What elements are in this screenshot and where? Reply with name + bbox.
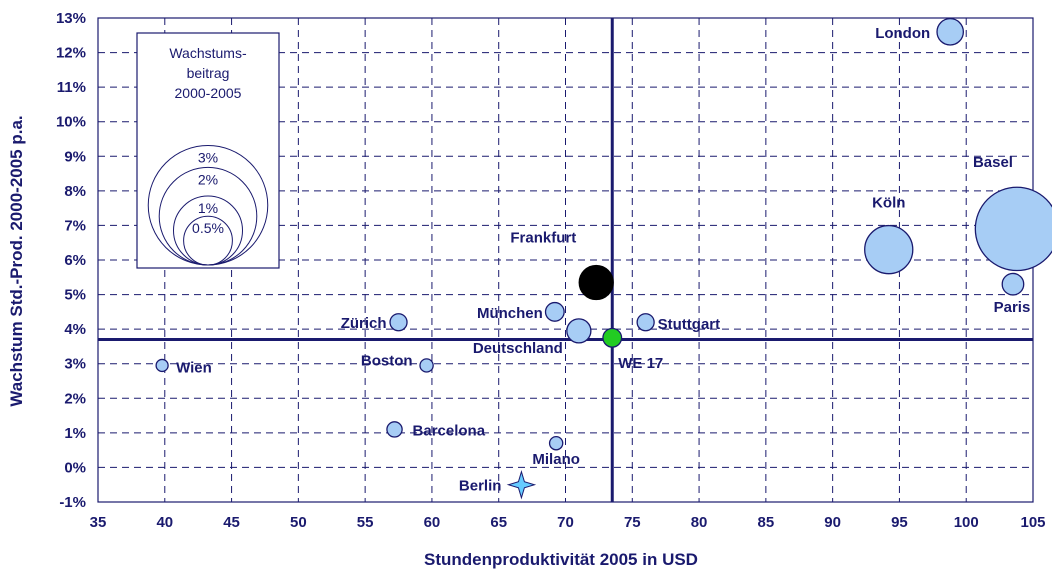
y-axis-title: Wachstum Std.-Prod. 2000-2005 p.a. bbox=[7, 115, 26, 406]
data-label: Wien bbox=[176, 359, 212, 376]
reference-lines bbox=[98, 18, 1033, 502]
data-point-bubble bbox=[566, 318, 592, 344]
data-point-bubble bbox=[389, 313, 408, 332]
data-label: München bbox=[477, 305, 543, 322]
data-label: WE 17 bbox=[618, 355, 663, 372]
legend-label: 0.5% bbox=[192, 220, 224, 236]
y-tick-label: 3% bbox=[64, 356, 86, 373]
data-label: Zürich bbox=[341, 315, 387, 332]
y-tick-label: 10% bbox=[56, 114, 86, 131]
data-label: Deutschland bbox=[473, 340, 563, 357]
y-tick-label: 7% bbox=[64, 217, 86, 234]
legend-label: 1% bbox=[198, 200, 218, 216]
data-label: Milano bbox=[532, 451, 580, 468]
x-tick-label: 85 bbox=[758, 514, 775, 531]
x-tick-labels: 35 40 45 50 55 60 65 70 75 80 85 90 95 100 105 bbox=[90, 514, 1046, 531]
data-point-bubble bbox=[974, 186, 1052, 272]
data-label: Berlin bbox=[459, 478, 502, 495]
data-point-bubble bbox=[386, 421, 403, 438]
x-tick-label: 40 bbox=[156, 514, 173, 531]
data-point-bubble bbox=[419, 358, 434, 373]
legend-label: 3% bbox=[198, 149, 218, 165]
x-axis-title: Stundenproduktivität 2005 in USD bbox=[424, 550, 698, 569]
x-tick-label: 55 bbox=[357, 514, 374, 531]
y-tick-label: 4% bbox=[64, 321, 86, 338]
x-tick-label: 100 bbox=[954, 514, 979, 531]
legend-title-line: 2000-2005 bbox=[175, 85, 242, 101]
x-tick-label: 90 bbox=[824, 514, 841, 531]
data-points bbox=[155, 18, 1052, 500]
data-point-bubble bbox=[544, 301, 565, 322]
x-tick-label: 45 bbox=[223, 514, 240, 531]
data-label: London bbox=[875, 25, 930, 42]
legend-label: 2% bbox=[198, 171, 218, 187]
data-label: Frankfurt bbox=[510, 229, 576, 246]
x-tick-label: 60 bbox=[424, 514, 441, 531]
x-tick-label: 70 bbox=[557, 514, 574, 531]
y-tick-label: 5% bbox=[64, 287, 86, 304]
x-tick-label: 65 bbox=[490, 514, 507, 531]
y-tick-label: 6% bbox=[64, 252, 86, 269]
data-point-bubble bbox=[155, 358, 169, 373]
x-tick-label: 50 bbox=[290, 514, 307, 531]
size-legend: Wachstums-beitrag 2000-2005 3% 2% 1% 0.5% bbox=[136, 32, 280, 269]
legend-title-line: beitrag bbox=[187, 65, 230, 81]
data-label: Stuttgart bbox=[658, 316, 721, 333]
y-tick-label: 1% bbox=[64, 425, 86, 442]
y-tick-labels: -1% 0% 1% 2% 3% 4% 5% 6% 7% 8% 9% 10% 11% 12% 13% bbox=[56, 10, 86, 511]
x-tick-label: 75 bbox=[624, 514, 641, 531]
legend-circle bbox=[183, 215, 233, 266]
data-point-bubble bbox=[636, 313, 655, 332]
data-label: Boston bbox=[361, 352, 413, 369]
y-tick-label: 9% bbox=[64, 148, 86, 165]
data-point-bubble bbox=[548, 435, 564, 451]
data-point-bubble bbox=[864, 224, 914, 275]
data-point-bubble bbox=[936, 18, 965, 46]
y-tick-label: 0% bbox=[64, 459, 86, 476]
data-label: Köln bbox=[872, 195, 905, 212]
data-label: Paris bbox=[994, 299, 1031, 316]
data-point-star bbox=[506, 469, 537, 500]
y-tick-label: 2% bbox=[64, 390, 86, 407]
x-tick-label: 95 bbox=[891, 514, 908, 531]
data-point-bubble bbox=[578, 264, 614, 301]
x-tick-label: 80 bbox=[691, 514, 708, 531]
legend-title-line: Wachstums- bbox=[169, 45, 247, 61]
data-label: Basel bbox=[973, 154, 1013, 171]
data-point-bubble bbox=[602, 327, 623, 348]
y-tick-label: 12% bbox=[56, 45, 86, 62]
data-label: Barcelona bbox=[413, 422, 486, 439]
x-tick-label: 105 bbox=[1020, 514, 1045, 531]
y-tick-label: 8% bbox=[64, 183, 86, 200]
data-point-bubble bbox=[1001, 272, 1025, 296]
y-tick-label: -1% bbox=[59, 494, 86, 511]
y-tick-label: 11% bbox=[57, 79, 86, 96]
x-tick-label: 35 bbox=[90, 514, 107, 531]
y-tick-label: 13% bbox=[56, 10, 86, 27]
